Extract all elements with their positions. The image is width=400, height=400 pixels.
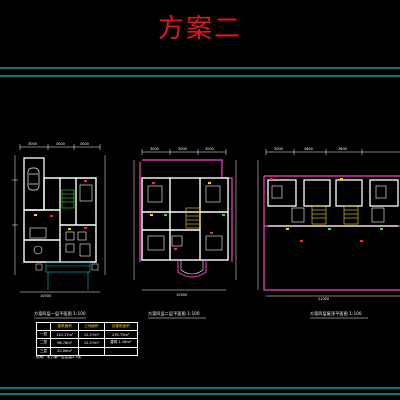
table-cell: 12.57m² xyxy=(78,338,105,348)
page-title: 方案二 xyxy=(157,14,242,44)
table-cell: 二层 xyxy=(35,338,52,348)
svg-text:3000: 3000 xyxy=(274,147,283,151)
svg-text:3000: 3000 xyxy=(28,142,37,146)
area-table-header-cell: 建筑面积 xyxy=(50,321,80,332)
table-row: 一层 120.17m² 12.57m² 235.79m² xyxy=(35,330,138,340)
svg-text:3600: 3600 xyxy=(304,147,313,151)
table-cell: 120.17m² xyxy=(50,330,80,340)
svg-text:10500: 10500 xyxy=(40,294,51,298)
table-cell: 一层 xyxy=(35,330,52,340)
plan-ground-floor: 3000 3000 3000 10500 xyxy=(12,142,106,298)
plan-label-second: 方案四层二层平面图 1:100 xyxy=(148,311,200,316)
table-cell xyxy=(103,346,138,356)
svg-text:3000: 3000 xyxy=(150,147,159,151)
svg-text:21000: 21000 xyxy=(318,297,329,301)
plan-label-roof: 方案四层屋顶平面图 1:100 xyxy=(310,311,362,316)
svg-text:3000: 3000 xyxy=(205,147,214,151)
svg-text:10500: 10500 xyxy=(176,293,187,297)
table-cell: 96.76m² xyxy=(50,338,80,348)
svg-text:3000: 3000 xyxy=(56,142,65,146)
area-table: 建筑面积 占地面积 总建筑面积 一层 120.17m² 12.57m² 235.… xyxy=(35,321,138,356)
car-icon xyxy=(27,167,40,191)
table-cell: 20.00m² xyxy=(50,346,80,356)
plan-second-floor: 3000 3000 3000 10500 xyxy=(133,147,237,297)
area-table-header-cell: 总建筑面积 xyxy=(103,321,138,332)
design-note: 说明：本方案一层层高3.3米 xyxy=(36,355,82,359)
table-cell: 235.79m² xyxy=(103,330,138,340)
table-row: 三层 20.00m² xyxy=(35,346,138,356)
table-row: 二层 96.76m² 12.57m² 建筑 1.18m² xyxy=(35,338,138,348)
svg-text:3600: 3600 xyxy=(338,147,347,151)
area-table-header-cell xyxy=(35,321,52,332)
area-table-header-cell: 占地面积 xyxy=(78,321,105,332)
table-cell: 建筑 1.18m² xyxy=(103,338,138,348)
svg-text:3000: 3000 xyxy=(178,147,187,151)
plan-label-ground: 方案四层一层平面图 1:100 xyxy=(34,311,86,316)
table-cell: 12.57m² xyxy=(78,330,105,340)
frame-lines xyxy=(0,67,400,395)
table-cell xyxy=(78,346,105,356)
plan-roof: 3000 3600 3600 21000 xyxy=(257,147,400,301)
area-table-header: 建筑面积 占地面积 总建筑面积 xyxy=(35,321,138,332)
svg-text:3000: 3000 xyxy=(80,142,89,146)
